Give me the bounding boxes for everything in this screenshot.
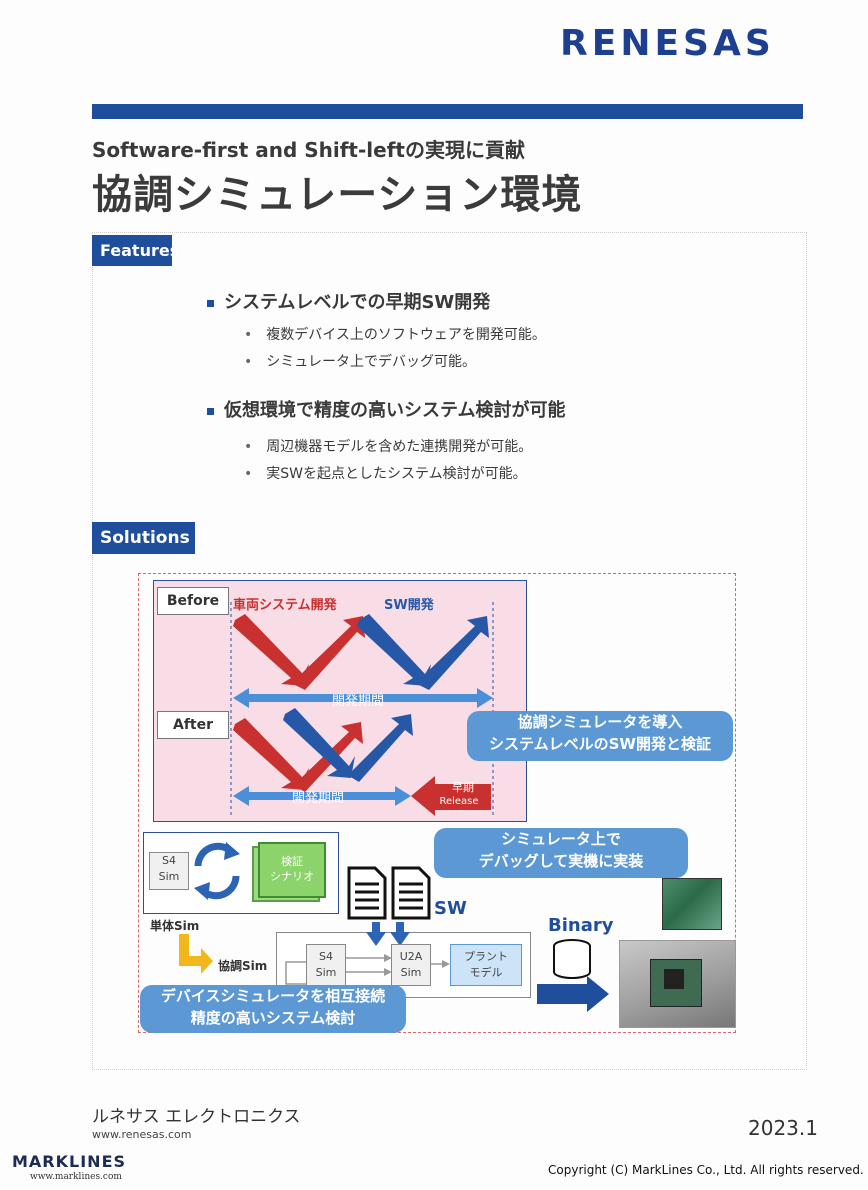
after-blue-down-arrow [283,708,355,778]
early-release-arrow [411,776,491,816]
after-blue-up-arrow [349,714,413,782]
vehicle-dev-label: 車両システム開発 [233,598,337,613]
binary-cylinder-icon [553,939,591,979]
after-period-arrow [233,786,411,806]
binary-label: Binary [548,915,614,936]
callout-introduce-line1: 協調シミュレータを導入 [517,713,683,731]
footer-date: 2023.1 [748,1116,818,1140]
before-blue-up-arrow [417,616,489,690]
period-before-label: 開発期間 [332,694,385,709]
callout-device-line1: デバイスシミュレータを相互接続 [160,987,386,1005]
release-label: Release [439,796,479,807]
before-period-arrow [233,688,493,708]
board-pcb [650,959,702,1007]
binary-arrow-icon [537,976,609,1012]
u2a-sim-box: U2A Sim [391,944,431,986]
s4-coop-top: S4 [319,950,333,963]
bullet-square-icon [207,407,214,415]
evaluation-board-photo [619,940,736,1028]
before-red-down-arrow [233,614,309,686]
coop-sim-connections [285,922,450,985]
marklines-url[interactable]: www.marklines.com [30,1172,122,1182]
features-tag: Features [92,235,179,266]
copyright-text: Copyright (C) MarkLines Co., Ltd. All ri… [548,1163,864,1177]
solutions-diagram-frame [138,573,736,1033]
feature-heading-2: 仮想環境で精度の高いシステム検討が可能 [207,396,565,422]
plant-top: プラント [464,950,508,963]
feature-heading-2-text: 仮想環境で精度の高いシステム検討が可能 [224,400,566,421]
page-subtitle: Software-first and Shift-leftの実現に貢献 [92,138,525,162]
period-after-label: 開発期間 [292,791,345,806]
before-label: Before [157,587,229,615]
feature-item: •複数デバイス上のソフトウェアを開発可能。 [244,327,546,343]
callout-device: デバイスシミュレータを相互接続 精度の高いシステム検討 [140,985,406,1033]
scenario-line2: シナリオ [270,870,314,883]
solutions-tag: Solutions [92,522,195,554]
early-label: 早期 [452,781,474,794]
sw-document-icon [347,866,431,920]
callout-introduce: 協調シミュレータを導入 システムレベルのSW開発と検証 [467,711,733,761]
page-title: 協調シミュレーション環境 [92,172,583,218]
scenario-card: 検証 シナリオ [258,842,326,898]
callout-debug-line1: シミュレータ上で [501,830,621,848]
s4-sim-top: S4 [162,854,176,867]
s4-coop-bottom: Sim [315,966,337,979]
u2a-bottom: Sim [400,966,422,979]
after-red-down-arrow [233,718,309,790]
ecu-board-photo [662,878,722,930]
feature-item: •周辺機器モデルを含めた連携開発が可能。 [244,439,533,455]
bullet-square-icon [207,299,214,307]
after-label: After [157,711,229,739]
single-sim-label: 単体Sim [150,919,200,933]
feature-item-text: シミュレータ上でデバッグ可能。 [266,354,476,370]
feature-heading-1-text: システムレベルでの早期SW開発 [224,292,491,313]
renesas-logo: RENESAS [560,23,775,64]
callout-debug: シミュレータ上で デバッグして実機に実装 [434,828,688,878]
footer-company: ルネサス エレクトロニクス [92,1107,301,1127]
marklines-logo: MARKLINES [12,1152,127,1171]
header-divider-bar [92,104,803,119]
s4-sim-bottom: Sim [158,870,180,883]
s4-sim-coop-box: S4 Sim [306,944,346,986]
plant-model-box: プラント モデル [450,944,522,986]
feature-item-text: 複数デバイス上のソフトウェアを開発可能。 [266,327,546,343]
feature-item: •シミュレータ上でデバッグ可能。 [244,354,476,370]
feature-item-text: 実SWを起点としたシステム検討が可能。 [266,466,527,482]
u2a-top: U2A [399,950,423,963]
sw-label: SW [434,898,467,919]
before-red-up-arrow [293,616,365,690]
coop-sim-label: 協調Sim [218,959,268,973]
before-blue-down-arrow [357,614,431,686]
callout-introduce-line2: システムレベルのSW開発と検証 [489,735,711,753]
s4-sim-box: S4 Sim [149,852,189,890]
scenario-line1: 検証 [281,855,303,868]
sw-dev-label: SW開発 [384,598,434,613]
v-model-arrows [230,602,494,818]
callout-device-line2: 精度の高いシステム検討 [190,1009,356,1027]
content-card [92,232,807,1070]
feature-heading-1: システムレベルでの早期SW開発 [207,288,490,314]
feature-item: •実SWを起点としたシステム検討が可能。 [244,466,527,482]
footer-url[interactable]: www.renesas.com [92,1128,192,1141]
callout-debug-line2: デバッグして実機に実装 [478,852,644,870]
board-chip [664,969,684,989]
cycle-arrows-icon [194,842,240,900]
l-arrow-icon [179,934,213,974]
feature-item-text: 周辺機器モデルを含めた連携開発が可能。 [266,439,533,455]
plant-bottom: モデル [469,966,503,979]
